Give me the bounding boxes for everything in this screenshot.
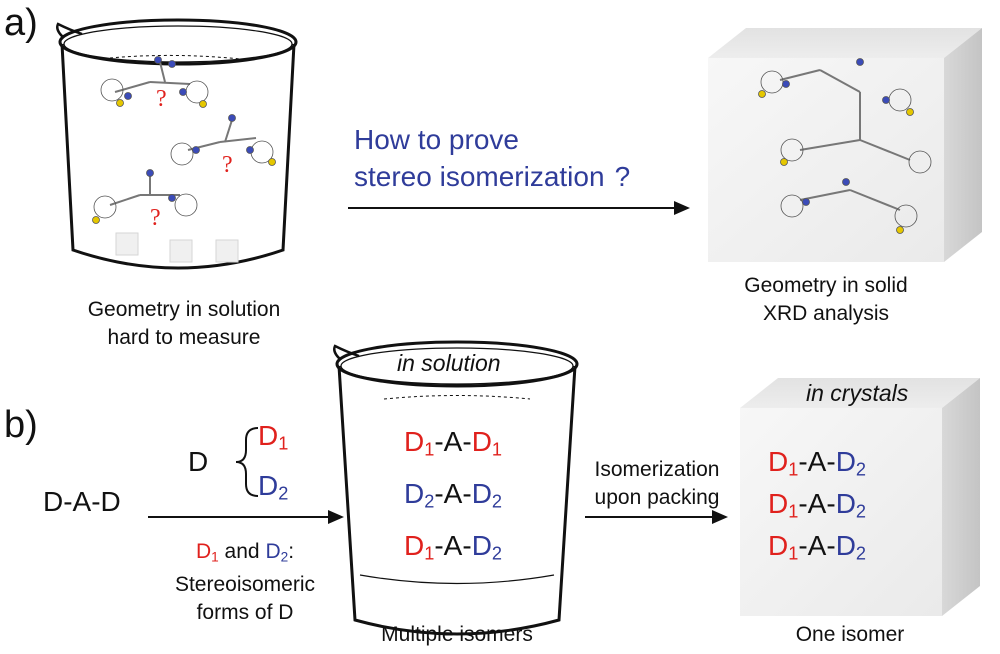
d2-label: D2 [258, 470, 289, 504]
beaker-isomer-2: D2-A-D2 [404, 478, 503, 512]
beaker-mark-3: ? [150, 205, 161, 231]
question-line-2: stereo isomerization? [354, 159, 630, 195]
beaker-b-caption: Multiple isomers [381, 623, 533, 646]
dad-formula: D-A-D [43, 486, 121, 517]
stereoisomer-note-line-3: forms of D [196, 601, 294, 625]
packing-arrow-label-line-1: Isomerization [594, 458, 720, 481]
beaker-b [333, 340, 579, 636]
beaker-a-caption-line-1: Geometry in solution [87, 298, 281, 321]
cube-a-caption: Geometry in solid XRD analysis [716, 272, 936, 328]
cube-a-crystal-structure [758, 58, 932, 234]
packing-arrow-label-line-2: upon packing [594, 486, 720, 509]
crystal-isomer-1: D1-A-D2 [768, 446, 867, 480]
cube-a-caption-line-1: Geometry in solid [744, 274, 908, 297]
stereoisomer-note-line-2: Stereoisomeric [174, 573, 316, 597]
question-line-1: How to prove [354, 124, 519, 155]
question-line-2-text: stereo isomerization [354, 161, 605, 192]
d-symbol: D [188, 446, 209, 477]
beaker-b-label: in solution [397, 350, 501, 376]
beaker-a-molecule-3 [92, 169, 198, 224]
stereoisomer-note-line-1: D1 and D2: [195, 540, 295, 565]
crystal-isomer-3: D1-A-D2 [768, 530, 867, 564]
beaker-a [56, 18, 298, 270]
arrow-a [348, 201, 690, 215]
d1-label: D1 [258, 420, 289, 454]
panel-a-label: a) [4, 2, 38, 44]
packing-arrow-label: Isomerization upon packing [572, 456, 742, 512]
beaker-a-molecule-1 [100, 56, 209, 108]
cube-b-caption: One isomer [795, 623, 905, 646]
question-mark: ? [614, 161, 631, 192]
beaker-mark-2: ? [222, 152, 233, 178]
beaker-isomer-3: D1-A-D2 [404, 530, 503, 564]
cube-a [708, 28, 982, 262]
cube-b-label: in crystals [806, 380, 909, 406]
crystal-isomer-2: D1-A-D2 [768, 488, 867, 522]
arrow-b2 [585, 510, 728, 524]
stereoisomer-note: D1 and D2: Stereoisomeric forms of D [150, 538, 340, 627]
panel-b-label: b) [4, 404, 38, 446]
beaker-mark-1: ? [156, 86, 167, 112]
beaker-a-caption: Geometry in solution hard to measure [74, 296, 294, 352]
note-d2: D2 [265, 540, 289, 565]
beaker-isomer-1: D1-A-D1 [404, 426, 503, 460]
cube-a-caption-line-2: XRD analysis [762, 302, 890, 325]
beaker-a-bottom-cubes [115, 232, 239, 263]
beaker-a-molecule-2 [170, 114, 276, 166]
arrow-b1 [148, 510, 344, 524]
cube-b [740, 378, 980, 616]
d-brace [235, 427, 259, 497]
beaker-a-caption-line-2: hard to measure [107, 326, 261, 349]
note-d1: D1 [195, 540, 219, 565]
